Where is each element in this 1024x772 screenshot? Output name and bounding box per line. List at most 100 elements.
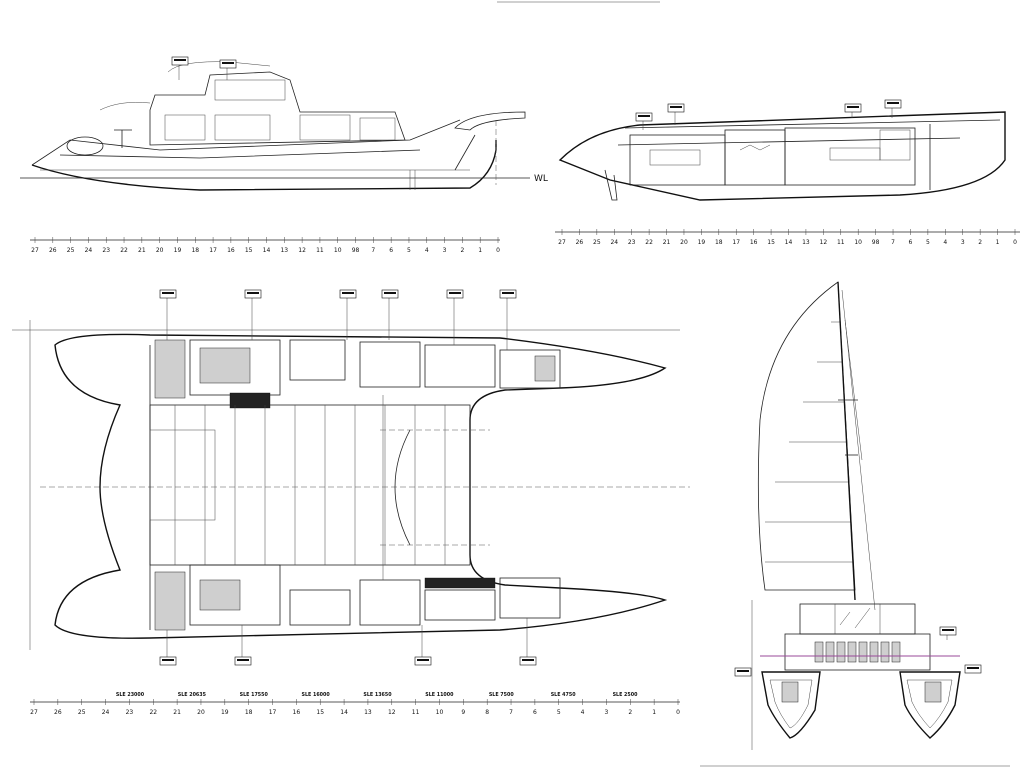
coachroof-window bbox=[834, 603, 881, 635]
plan-station-label: 27 bbox=[30, 709, 38, 716]
stbd-hull-cabin bbox=[924, 681, 942, 703]
profile-station-label: 4 bbox=[425, 247, 429, 254]
section-station-label: 15 bbox=[767, 239, 775, 246]
waterline-label: WL bbox=[534, 174, 548, 184]
plan-station-label: 23 bbox=[126, 709, 134, 716]
mast bbox=[837, 281, 856, 601]
plan-station-label: 9 bbox=[461, 709, 465, 716]
plan-station-label: 26 bbox=[54, 709, 62, 716]
deck-planks bbox=[174, 405, 446, 565]
profile-tag-mark bbox=[222, 62, 234, 64]
plan-top-tags bbox=[159, 289, 517, 350]
window-glint-1 bbox=[839, 611, 851, 626]
profile-station-label: 14 bbox=[263, 247, 271, 254]
plan-bottom-tag-mark bbox=[237, 659, 249, 661]
plan-station-label: 13 bbox=[364, 709, 372, 716]
section-station-label: 27 bbox=[558, 239, 566, 246]
profile-station-label: 16 bbox=[227, 247, 235, 254]
plan-station-label: 2 bbox=[628, 709, 632, 716]
section-station-label: 24 bbox=[610, 239, 618, 246]
section-station-label: 16 bbox=[750, 239, 758, 246]
frame-label: SLE 13650 bbox=[363, 692, 392, 698]
hull-port-mid bbox=[359, 341, 421, 388]
profile-station-label: 25 bbox=[67, 247, 75, 254]
section-tag-mark bbox=[887, 102, 899, 104]
port-hull-inner bbox=[769, 679, 813, 729]
profile-interior-2 bbox=[214, 114, 271, 141]
profile-station-label: 0 bbox=[496, 247, 500, 254]
section-station-label: 3 bbox=[961, 239, 965, 246]
profile-station-label: 24 bbox=[85, 247, 93, 254]
section-station-label: 21 bbox=[663, 239, 671, 246]
hull-stbd-heads bbox=[289, 589, 351, 626]
plan-top-tag-mark bbox=[342, 292, 354, 294]
section-heads bbox=[724, 129, 786, 186]
plan-station-label: 4 bbox=[581, 709, 585, 716]
frame-label: SLE 16000 bbox=[302, 692, 331, 698]
bridgedeck bbox=[149, 404, 471, 566]
section-station-label: 25 bbox=[593, 239, 601, 246]
window-glint-2 bbox=[854, 607, 871, 629]
plan-bottom-tag-mark bbox=[417, 659, 429, 661]
profile-interior-1 bbox=[164, 114, 206, 141]
plan-bottom-tag-mark bbox=[162, 659, 174, 661]
section-deck bbox=[624, 119, 1001, 129]
section-station-label: 2 bbox=[978, 239, 982, 246]
plan-top-tag-mark bbox=[162, 292, 174, 294]
plan-station-label: 0 bbox=[676, 709, 680, 716]
saloon-seat bbox=[836, 641, 846, 663]
saloon-seats bbox=[814, 641, 901, 663]
section-station-label: 10 bbox=[854, 239, 862, 246]
spreader-shroud bbox=[844, 319, 863, 461]
hull-stbd-berth bbox=[199, 579, 241, 611]
hull-port-heads bbox=[289, 339, 346, 381]
profile-station-label: 20 bbox=[156, 247, 164, 254]
section-saloon bbox=[784, 127, 916, 186]
frame-label: SLE 23000 bbox=[116, 692, 145, 698]
mainsail bbox=[757, 281, 856, 591]
plan-station-label: 14 bbox=[340, 709, 348, 716]
section-tag-mark bbox=[847, 106, 859, 108]
profile-station-label: 27 bbox=[31, 247, 39, 254]
section-station-label: 26 bbox=[576, 239, 584, 246]
hull-stbd-mid bbox=[359, 579, 421, 626]
section-station-label: 98 bbox=[872, 239, 880, 246]
plan-station-label: 11 bbox=[412, 709, 420, 716]
plan-station-label: 19 bbox=[221, 709, 229, 716]
stbd-hull-section bbox=[899, 671, 961, 739]
section-station-label: 23 bbox=[628, 239, 636, 246]
saloon-seat bbox=[869, 641, 879, 663]
profile-station-label: 22 bbox=[120, 247, 128, 254]
section-station-label: 5 bbox=[926, 239, 930, 246]
profile-station-label: 10 bbox=[334, 247, 342, 254]
section-station-label: 14 bbox=[785, 239, 793, 246]
frame-label: SLE 20635 bbox=[178, 692, 206, 698]
profile-station-label: 21 bbox=[138, 247, 146, 254]
plan-station-label: 15 bbox=[316, 709, 324, 716]
saloon-seat bbox=[847, 641, 857, 663]
profile-station-label: 19 bbox=[174, 247, 182, 254]
plan-station-label: 12 bbox=[388, 709, 396, 716]
saloon-curve bbox=[394, 429, 411, 546]
plan-station-label: 10 bbox=[436, 709, 444, 716]
section-station-label: 7 bbox=[891, 239, 895, 246]
sail-tag-mark bbox=[737, 670, 749, 672]
bridgedeck-section bbox=[784, 633, 931, 671]
profile-interior-4 bbox=[359, 117, 396, 141]
section-tag-mark bbox=[638, 115, 650, 117]
trampoline-edges bbox=[380, 429, 490, 546]
hull-port-berth bbox=[199, 347, 251, 384]
section-station-label: 4 bbox=[943, 239, 947, 246]
section-station-label: 1 bbox=[996, 239, 1000, 246]
sail-plan-view bbox=[700, 281, 1010, 767]
saloon-seat bbox=[858, 641, 868, 663]
profile-station-label: 17 bbox=[209, 247, 217, 254]
saloon-seat bbox=[880, 641, 890, 663]
deckhouse-window bbox=[214, 79, 286, 101]
deck-line bbox=[59, 149, 421, 159]
hull-port-bow bbox=[499, 349, 561, 389]
section-rudder bbox=[604, 169, 618, 201]
sheer-line bbox=[31, 119, 461, 166]
